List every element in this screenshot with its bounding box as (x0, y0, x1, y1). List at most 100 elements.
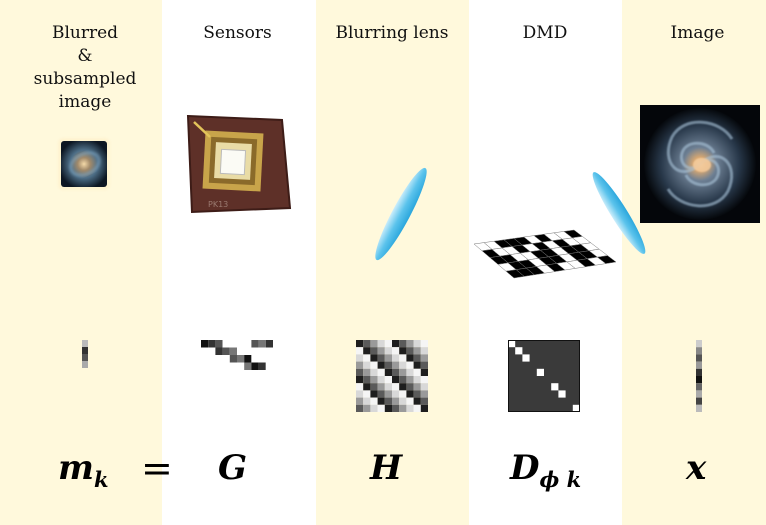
symbol-h: H (370, 448, 403, 488)
matrix-cell (363, 404, 371, 412)
matrix-cell (392, 347, 400, 355)
matrix-cell (392, 383, 400, 391)
matrix-cell (370, 390, 378, 398)
matrix-cell (420, 361, 428, 369)
matrix-cell (251, 340, 259, 348)
matrix-cell (399, 368, 407, 376)
matrix-cell (215, 347, 223, 355)
matrix-cell (384, 368, 392, 376)
title-sensors: Sensors (203, 23, 272, 43)
vector-cell (82, 361, 88, 368)
matrix-cell (551, 383, 559, 391)
matrix-cell (258, 340, 266, 348)
title-blurring-lens: Blurring lens (335, 23, 449, 43)
matrix-cell (558, 390, 566, 398)
equals-sign: = (141, 446, 173, 490)
matrix-cell (384, 404, 392, 412)
matrix-cell (406, 397, 414, 405)
matrix-cell (356, 397, 364, 405)
matrix-cell (222, 362, 230, 370)
blur-matrix-icon (356, 340, 428, 412)
matrix-cell (522, 354, 530, 362)
matrix-cell (201, 347, 209, 355)
matrix-cell (392, 376, 400, 384)
matrix-cell (384, 390, 392, 398)
vector-cell (696, 397, 702, 405)
matrix-cell (222, 355, 230, 363)
matrix-cell (384, 347, 392, 355)
imaging-lens-icon (592, 172, 646, 254)
matrix-cell (413, 340, 421, 348)
matrix-cell (237, 362, 245, 370)
matrix-cell (420, 390, 428, 398)
vector-cell (696, 383, 702, 391)
matrix-cell (363, 397, 371, 405)
band-blurred-column (0, 0, 162, 525)
matrix-cell (229, 340, 237, 348)
matrix-cell (363, 354, 371, 362)
matrix-cell (399, 383, 407, 391)
matrix-cell (370, 368, 378, 376)
measurement-vector-icon (82, 340, 88, 368)
matrix-cell (399, 354, 407, 362)
matrix-cell (420, 383, 428, 391)
matrix-cell (251, 355, 259, 363)
matrix-cell (258, 355, 266, 363)
matrix-cell (356, 340, 364, 348)
matrix-cell (406, 347, 414, 355)
vector-cell (82, 354, 88, 361)
vector-cell (82, 340, 88, 347)
matrix-cell (265, 347, 273, 355)
symbol-x: x (686, 448, 707, 488)
matrix-cell (363, 361, 371, 369)
matrix-cell (208, 362, 216, 370)
matrix-cell (377, 340, 385, 348)
matrix-cell (399, 390, 407, 398)
matrix-cell (377, 376, 385, 384)
matrix-cell (356, 376, 364, 384)
matrix-cell (237, 340, 245, 348)
matrix-cell (384, 361, 392, 369)
matrix-cell (363, 376, 371, 384)
matrix-cell (413, 397, 421, 405)
matrix-cell (377, 354, 385, 362)
matrix-cell (265, 355, 273, 363)
matrix-border (508, 340, 580, 412)
matrix-cell (244, 355, 252, 363)
matrix-cell (251, 347, 259, 355)
matrix-cell (229, 362, 237, 370)
matrix-cell (370, 361, 378, 369)
vector-cell (696, 368, 702, 376)
title-dmd: DMD (522, 23, 568, 43)
matrix-cell (413, 368, 421, 376)
matrix-cell (237, 347, 245, 355)
matrix-cell (420, 347, 428, 355)
sensor-matrix-icon (201, 340, 273, 370)
matrix-cell (536, 368, 544, 376)
matrix-cell (377, 361, 385, 369)
matrix-cell (377, 347, 385, 355)
matrix-cell (392, 354, 400, 362)
matrix-cell (377, 368, 385, 376)
matrix-cell (392, 404, 400, 412)
matrix-cell (406, 390, 414, 398)
matrix-cell (377, 390, 385, 398)
matrix-cell (222, 347, 230, 355)
matrix-cell (384, 376, 392, 384)
matrix-cell (406, 368, 414, 376)
matrix-cell (406, 376, 414, 384)
matrix-cell (363, 347, 371, 355)
matrix-cell (258, 362, 266, 370)
matrix-cell (370, 397, 378, 405)
matrix-cell (251, 362, 259, 370)
blurring-lens-icon (375, 167, 427, 261)
matrix-cell (406, 354, 414, 362)
matrix-cell (370, 376, 378, 384)
matrix-cell (413, 347, 421, 355)
matrix-cell (370, 383, 378, 391)
matrix-cell (392, 368, 400, 376)
matrix-cell (377, 397, 385, 405)
matrix-cell (384, 354, 392, 362)
matrix-cell (413, 361, 421, 369)
